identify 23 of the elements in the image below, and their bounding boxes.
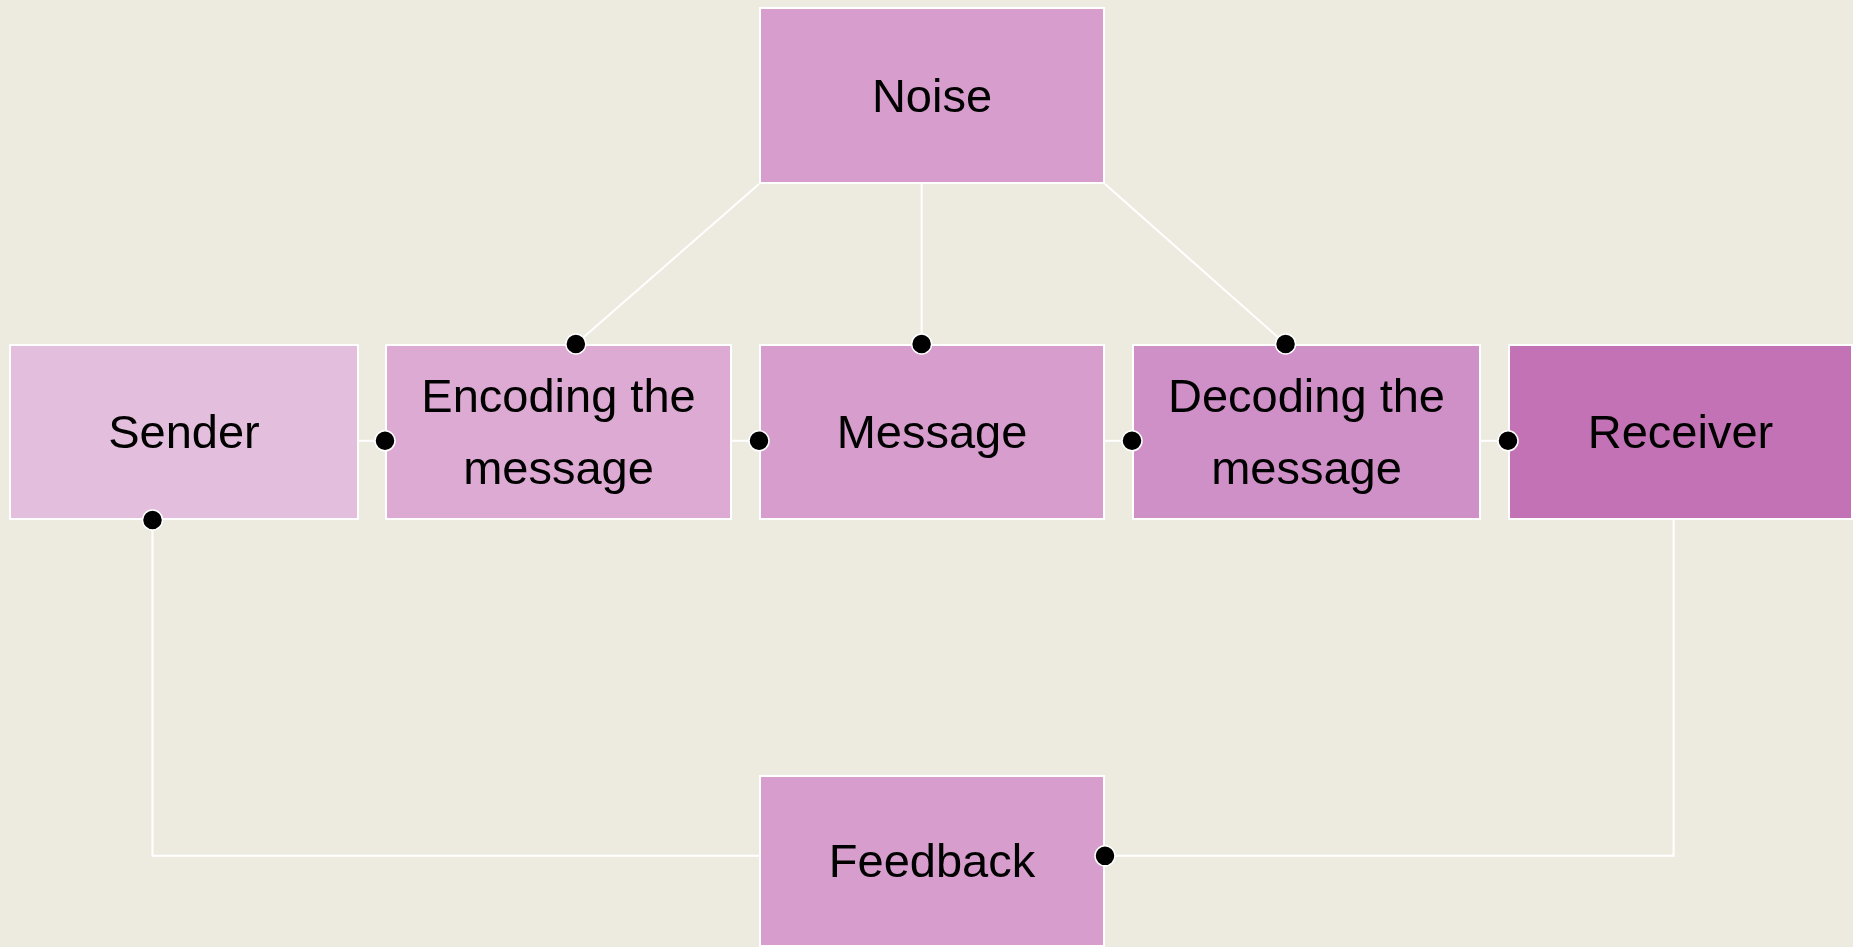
node-label: Noise xyxy=(870,67,994,124)
connector xyxy=(141,509,760,857)
connector xyxy=(358,430,396,452)
node-label: Receiver xyxy=(1586,404,1775,460)
connector xyxy=(1104,430,1143,452)
process-box xyxy=(759,344,1105,520)
node-label: Sender xyxy=(107,404,261,460)
node-label: Message xyxy=(835,404,1029,460)
node-label: Feedback xyxy=(827,833,1037,889)
process-box xyxy=(9,344,359,520)
connector xyxy=(1094,519,1675,867)
connector xyxy=(731,430,770,452)
connector xyxy=(910,183,933,355)
process-box xyxy=(385,344,732,520)
connector xyxy=(1480,430,1519,452)
process-box xyxy=(759,7,1105,184)
process-box xyxy=(1132,344,1481,520)
connector xyxy=(1104,183,1297,355)
process-box xyxy=(759,775,1105,947)
node-label: Decoding the message xyxy=(1167,368,1446,496)
connector xyxy=(565,183,760,355)
node-label: Encoding the message xyxy=(420,368,697,496)
process-box xyxy=(1508,344,1853,520)
